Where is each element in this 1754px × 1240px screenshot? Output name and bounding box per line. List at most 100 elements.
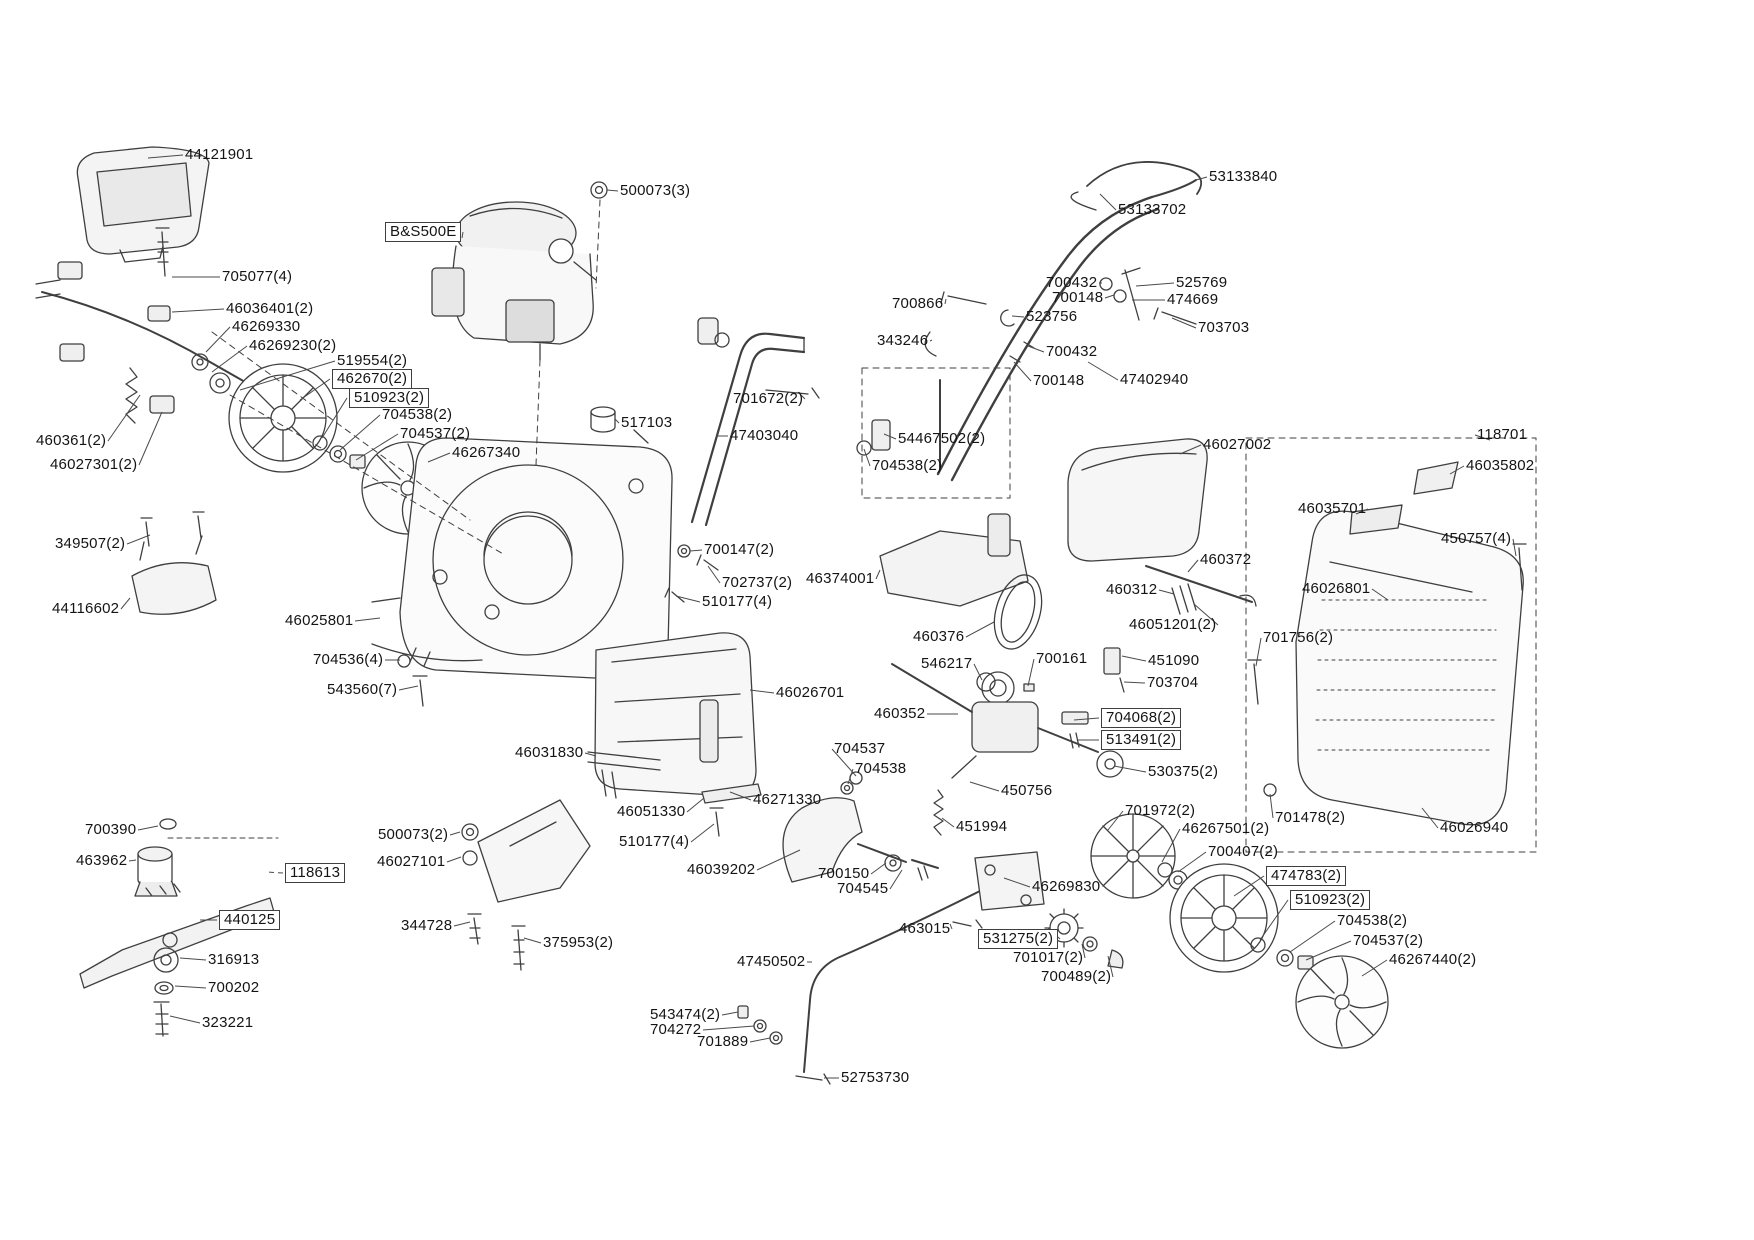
part-label-5000732-91: 500073(2) xyxy=(378,826,449,843)
rear-door xyxy=(587,632,762,837)
part-label-343246-35: 343246 xyxy=(877,332,929,349)
part-label-700148-30: 700148 xyxy=(1052,289,1104,306)
part-label-704272-101: 704272 xyxy=(650,1021,702,1038)
part-label-450756-61: 450756 xyxy=(1001,782,1053,799)
part-label-4603612-11: 460361(2) xyxy=(36,432,107,449)
part-label-7045372-9: 704537(2) xyxy=(400,425,471,442)
part-label-460512012-49: 46051201(2) xyxy=(1129,616,1217,633)
part-label-7016722-18: 701672(2) xyxy=(733,390,804,407)
part-label-46027002-41: 46027002 xyxy=(1203,436,1272,453)
part-label-118613-86: 118613 xyxy=(285,863,346,883)
part-label-7014782-82: 701478(2) xyxy=(1275,809,1346,826)
part-label-53133702-27: 53133702 xyxy=(1118,201,1187,218)
mower-deck xyxy=(371,429,673,691)
part-label-704537-62: 704537 xyxy=(834,740,886,757)
part-label-5000733-15: 500073(3) xyxy=(620,182,691,199)
part-label-5101774-68: 510177(4) xyxy=(619,833,690,850)
part-label-440125-87: 440125 xyxy=(219,910,281,930)
part-label-700390-84: 700390 xyxy=(85,821,137,838)
part-label-546217-53: 546217 xyxy=(921,655,973,672)
part-label-5101774-22: 510177(4) xyxy=(702,593,773,610)
part-label-7027372-21: 702737(2) xyxy=(722,574,793,591)
part-label-5109232-7: 510923(2) xyxy=(349,388,430,408)
part-label-46051330-67: 46051330 xyxy=(617,803,686,820)
part-label-463015-95: 463015 xyxy=(899,920,951,937)
part-label-462692302-4: 46269230(2) xyxy=(249,337,337,354)
part-label-7050774-1: 705077(4) xyxy=(222,268,293,285)
rear-housing xyxy=(1245,437,1537,853)
part-label-4747832-77: 474783(2) xyxy=(1266,866,1347,886)
part-label-700161-54: 700161 xyxy=(1036,650,1088,667)
part-label-7045382-8: 704538(2) xyxy=(382,406,453,423)
part-label-323221-90: 323221 xyxy=(202,1014,254,1031)
part-label-46267340-10: 46267340 xyxy=(452,444,521,461)
part-label-7017562-50: 701756(2) xyxy=(1263,629,1334,646)
part-label-544675022-39: 54467502(2) xyxy=(898,430,986,447)
part-label-46374001-51: 46374001 xyxy=(806,570,875,587)
part-label-46027101-92: 46027101 xyxy=(377,853,446,870)
part-label-460364012-2: 46036401(2) xyxy=(226,300,314,317)
part-label-451994-64: 451994 xyxy=(956,818,1008,835)
part-label-344728-93: 344728 xyxy=(401,917,453,934)
handle-bracket-group xyxy=(856,367,1011,499)
part-label-46026801-46: 46026801 xyxy=(1302,580,1371,597)
part-label-7045364-24: 704536(4) xyxy=(313,651,384,668)
part-label-44121901-0: 44121901 xyxy=(185,146,254,163)
part-label-46039202-70: 46039202 xyxy=(687,861,756,878)
part-label-7040682-58: 704068(2) xyxy=(1101,708,1182,728)
part-label-525769-31: 525769 xyxy=(1176,274,1228,291)
part-label-118701-42: 118701 xyxy=(1477,426,1528,443)
part-label-700866-28: 700866 xyxy=(892,295,944,312)
part-label-5195542-5: 519554(2) xyxy=(337,352,408,369)
upper-handle-bar xyxy=(924,161,1203,482)
part-label-5303752-60: 530375(2) xyxy=(1148,763,1219,780)
part-label-700150-71: 700150 xyxy=(818,865,870,882)
part-label-704538-63: 704538 xyxy=(855,760,907,777)
part-label-4507574-45: 450757(4) xyxy=(1441,530,1512,547)
front-bumper xyxy=(131,511,217,615)
control-rod xyxy=(737,887,987,1085)
part-label-46035701-44: 46035701 xyxy=(1298,500,1367,517)
part-label-517103-17: 517103 xyxy=(621,414,673,431)
part-label-7010172-97: 701017(2) xyxy=(1013,949,1084,966)
part-label-316913-88: 316913 xyxy=(208,951,260,968)
part-label-46031830-66: 46031830 xyxy=(515,744,584,761)
part-label-46269330-3: 46269330 xyxy=(232,318,301,335)
engine xyxy=(431,181,608,361)
part-label-47403040-19: 47403040 xyxy=(730,427,799,444)
rear-hubcap xyxy=(1295,955,1389,1049)
part-label-7019722-73: 701972(2) xyxy=(1125,802,1196,819)
part-label-7045382-79: 704538(2) xyxy=(1337,912,1408,929)
part-label-700148-37: 700148 xyxy=(1033,372,1085,389)
part-label-474669-32: 474669 xyxy=(1167,291,1219,308)
part-label-5312752-96: 531275(2) xyxy=(978,929,1059,949)
transmission xyxy=(840,647,1125,836)
part-label-460376-52: 460376 xyxy=(913,628,965,645)
mulch-guard xyxy=(461,799,591,971)
part-label-5435607-25: 543560(7) xyxy=(327,681,398,698)
part-label-46026940-83: 46026940 xyxy=(1440,819,1509,836)
part-label-46026701-65: 46026701 xyxy=(776,684,845,701)
part-label-460352-57: 460352 xyxy=(874,705,926,722)
part-label-7045372-80: 704537(2) xyxy=(1353,932,1424,949)
part-label-5134912-59: 513491(2) xyxy=(1101,730,1182,750)
muffler-part xyxy=(590,406,616,433)
lower-handle-bar xyxy=(690,317,820,527)
part-label-460312-48: 460312 xyxy=(1106,581,1158,598)
part-label-700202-89: 700202 xyxy=(208,979,260,996)
part-label-703703-34: 703703 xyxy=(1198,319,1250,336)
part-label-523756-33: 523756 xyxy=(1026,308,1078,325)
part-label-47450502-99: 47450502 xyxy=(737,953,806,970)
belt-cover-part xyxy=(76,146,210,263)
part-label-3495072-13: 349507(2) xyxy=(55,535,126,552)
part-label-704545-72: 704545 xyxy=(837,880,889,897)
part-label-4626702-6: 462670(2) xyxy=(332,369,413,389)
part-label-44116602-14: 44116602 xyxy=(52,600,120,617)
part-label-700432-36: 700432 xyxy=(1046,343,1098,360)
part-label-bs500e-16: B&S500E xyxy=(385,222,462,242)
belt xyxy=(993,574,1043,650)
part-label-460273012-12: 46027301(2) xyxy=(50,456,138,473)
front-wheel-hardware xyxy=(312,435,366,469)
